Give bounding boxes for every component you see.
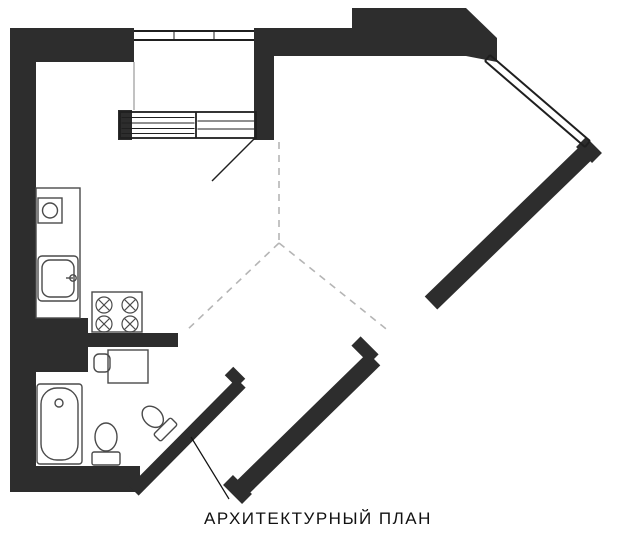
wall-diagonal-bottom-cap [223,475,252,504]
wall-top-protrusion [352,8,466,32]
washing-machine [37,197,63,224]
plan-caption: АРХИТЕКТУРНЫЙ ПЛАН [204,509,432,528]
dining-table [107,349,149,384]
window-and-balcony-door [119,111,257,182]
walls [10,8,602,504]
chair [93,353,111,373]
dashed-line-right [278,242,391,333]
fixtures [35,187,178,466]
caption-leader-line [190,436,230,500]
wall-top-left [10,28,134,62]
kitchen-sink [37,255,79,302]
bathtub [36,383,83,465]
windows [119,30,591,182]
dashed-line-left [185,242,280,332]
wall-bathroom-jamb [224,366,246,388]
wall-top [254,28,466,56]
dashed-zone-lines [185,142,391,333]
wall-left [10,28,36,492]
wall-diagonal-upper [424,143,596,310]
balcony-door-leaf [211,138,255,182]
wall-bathroom-diagonal [129,378,246,496]
wall-top-right-wedge [466,8,497,62]
annotation: АРХИТЕКТУРНЫЙ ПЛАН [190,436,432,528]
balcony-glazing [134,30,254,41]
diagonal-walls [129,137,602,504]
wall-bottom [10,466,140,492]
stove [91,291,143,333]
ventilation-shaft [36,318,88,372]
bidet [141,405,178,442]
wall-diagonal-lower [232,352,381,498]
kitchen-counter [35,187,81,319]
wall-kitchen-divider [86,333,178,347]
diagonal-window [484,54,591,148]
entrance-opening [351,336,379,364]
toilet [91,422,121,466]
